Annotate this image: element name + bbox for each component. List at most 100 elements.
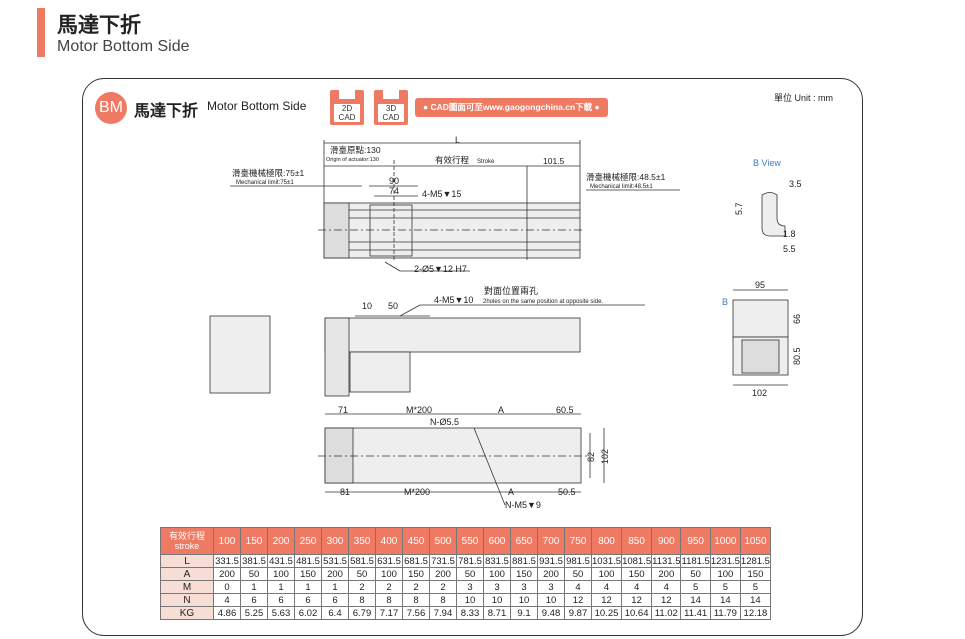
stroke-col-header: 150 (240, 527, 268, 555)
dim-102: 102 (600, 449, 610, 464)
stroke-col-header: 500 (429, 527, 457, 555)
stroke-col-header: 950 (680, 527, 711, 555)
table-cell: 9.48 (537, 606, 565, 620)
table-cell: 5.25 (240, 606, 268, 620)
dim-71: 71 (338, 405, 348, 415)
table-cell: 3 (537, 580, 565, 594)
stroke-col-header: 100 (213, 527, 241, 555)
table-cell: 6 (321, 593, 349, 607)
table-cell: 2 (375, 580, 403, 594)
table-cell: 100 (590, 567, 623, 581)
table-cell: 1 (321, 580, 349, 594)
table-cell: 100 (709, 567, 741, 581)
table-cell: 11.41 (680, 606, 711, 620)
table-cell: 8 (375, 593, 403, 607)
stroke-col-header: 600 (483, 527, 511, 555)
stroke-col-header: 400 (375, 527, 403, 555)
table-cell: 1 (294, 580, 322, 594)
table-cell: 10 (483, 593, 511, 607)
table-cell: 50 (680, 567, 711, 581)
stroke-label-en: Stroke (477, 159, 495, 165)
dim-81: 81 (340, 487, 350, 497)
origin-label: 滑臺原點:130 (330, 145, 381, 155)
table-cell: 150 (402, 567, 430, 581)
origin-label-en: Origin of actuator:130 (326, 157, 379, 163)
dim-80-5: 80.5 (792, 347, 802, 365)
hole-n-5-5: N-Ø5.5 (430, 417, 459, 427)
table-cell: 431.5 (267, 554, 295, 568)
table-cell: 9.1 (510, 606, 538, 620)
table-cell: 6.02 (294, 606, 322, 620)
table-cell: 881.5 (510, 554, 538, 568)
table-cell: 5 (680, 580, 711, 594)
table-cell: 1131.5 (651, 554, 682, 568)
table-cell: 8.33 (456, 606, 484, 620)
table-cell: 12 (590, 593, 623, 607)
dim-a-top: A (498, 405, 504, 415)
table-cell: 200 (537, 567, 565, 581)
table-cell: 8 (402, 593, 430, 607)
table-cell: 14 (709, 593, 741, 607)
table-cell: 5 (709, 580, 741, 594)
dim-m200-top: M*200 (406, 405, 432, 415)
cad-3d-sublabel: CAD (382, 113, 400, 122)
dim-74: 74 (389, 186, 399, 196)
table-cell: 931.5 (537, 554, 565, 568)
table-cell: 331.5 (213, 554, 241, 568)
table-cell: 7.94 (429, 606, 457, 620)
table-cell: 50 (456, 567, 484, 581)
dim-3-5: 3.5 (789, 179, 802, 189)
table-cell: 1031.5 (590, 554, 623, 568)
stroke-col-header: 1000 (709, 527, 741, 555)
table-cell: 12 (564, 593, 592, 607)
table-cell: 14 (739, 593, 771, 607)
table-cell: 1231.5 (709, 554, 741, 568)
table-cell: 4 (213, 593, 241, 607)
table-cell: 4.86 (213, 606, 241, 620)
table-cell: 781.5 (456, 554, 484, 568)
table-cell: 4 (651, 580, 682, 594)
dim-5-7: 5.7 (734, 202, 744, 215)
table-cell: 8 (348, 593, 376, 607)
table-cell: 1081.5 (621, 554, 653, 568)
dim-95: 95 (755, 280, 765, 290)
thread-n-m5-9: N-M5▼9 (505, 500, 541, 510)
stroke-col-header: 300 (321, 527, 349, 555)
dim-82: 82 (586, 452, 596, 462)
table-cell: 12.18 (739, 606, 771, 620)
cad-2d-sublabel: CAD (338, 113, 356, 122)
dim-50-5: 50.5 (558, 487, 576, 497)
row-label: L (160, 554, 214, 568)
stroke-label: 有效行程 (435, 155, 470, 165)
dim-10: 10 (362, 301, 372, 311)
table-cell: 2 (348, 580, 376, 594)
table-cell: 150 (621, 567, 653, 581)
table-cell: 11.02 (651, 606, 682, 620)
table-cell: 2 (402, 580, 430, 594)
stroke-col-header: 350 (348, 527, 376, 555)
table-cell: 14 (680, 593, 711, 607)
dim-101-5: 101.5 (543, 156, 565, 166)
section-subtitle: Motor Bottom Side (207, 99, 307, 113)
table-cell: 6 (240, 593, 268, 607)
stroke-col-header: 650 (510, 527, 538, 555)
table-cell: 0 (213, 580, 241, 594)
table-cell: 100 (483, 567, 511, 581)
table-cell: 731.5 (429, 554, 457, 568)
stroke-col-header: 550 (456, 527, 484, 555)
stroke-header-en: stroke (174, 541, 200, 551)
top-view: L 滑臺原點:130 Origin of actuator:130 有效行程 S… (230, 135, 680, 274)
dim-60-5: 60.5 (556, 405, 574, 415)
table-cell: 481.5 (294, 554, 322, 568)
table-cell: 4 (621, 580, 653, 594)
pin-hole-label: 2-Ø5▼12 H7 (414, 264, 467, 274)
stroke-col-header: 900 (651, 527, 682, 555)
stroke-col-header: 1050 (739, 527, 771, 555)
mech-limit-left: 滑臺機械極限:75±1 (232, 168, 304, 178)
cad-download-link[interactable]: ● CAD圖面可至www.gaogongchina.cn下載 ● (415, 98, 608, 117)
